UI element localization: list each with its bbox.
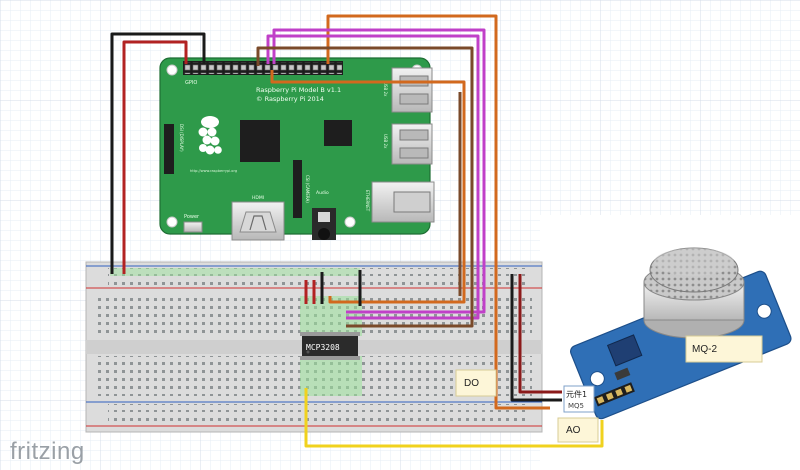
- pi-copyright: © Raspberry Pi 2014: [256, 95, 324, 103]
- wire-magenta-1: [272, 28, 486, 314]
- sensor-name-tag: MQ-2: [685, 335, 763, 363]
- soc-chip: [240, 120, 280, 162]
- fritzing-watermark: fritzing: [10, 438, 85, 465]
- csi-connector[interactable]: [293, 160, 302, 218]
- pi-title: Raspberry Pi Model B v1.1: [256, 86, 341, 94]
- part-label: 元件1: [566, 389, 587, 399]
- wires: [110, 14, 604, 448]
- part-sub: MQ5: [568, 402, 584, 410]
- usb-port-1[interactable]: [391, 67, 433, 113]
- pi-url: http://www.raspberrypi.org: [190, 169, 237, 173]
- wire-yellow-ao: [304, 388, 604, 448]
- raspberry-logo: [198, 116, 222, 155]
- hdmi-label: HDMI: [252, 195, 264, 201]
- gpio-label: GPIO: [185, 80, 197, 86]
- wire-darkred-sensor: [518, 274, 562, 394]
- mq2-sensor-module[interactable]: [569, 247, 793, 420]
- usb2-label: USB 2x: [383, 134, 388, 149]
- do-pin-tag: DO: [455, 369, 497, 397]
- csi-label: CSI (CAMERA): [305, 175, 310, 203]
- ao-pin-tag: AO: [557, 417, 599, 443]
- usb-controller-chip: [324, 120, 352, 146]
- wire-brown-1: [256, 46, 474, 328]
- dsi-connector[interactable]: [164, 124, 174, 174]
- usb1-label: USB 2x: [383, 82, 388, 97]
- do-pin-label: DO: [464, 378, 479, 389]
- part-label-box: 元件1 MQ5: [563, 385, 595, 413]
- wire-red-vcc: [122, 40, 188, 274]
- mcp3208-chip[interactable]: MCP3208: [300, 332, 360, 360]
- wire-black-sensor: [510, 274, 562, 402]
- wire-orange: [326, 14, 550, 410]
- ethernet-label: ETHERNET: [365, 190, 370, 212]
- chip-label: MCP3208: [306, 343, 340, 352]
- raspberry-pi-board[interactable]: GPIO Raspberry Pi Model B v1.1 © Raspber…: [159, 57, 435, 241]
- power-label: Power: [184, 214, 200, 220]
- dsi-label: DSI (DISPLAY): [179, 124, 184, 152]
- audio-label: Audio: [316, 190, 329, 196]
- wire-black-gnd: [110, 32, 206, 274]
- wire-magenta-2: [266, 34, 480, 320]
- power-port[interactable]: [183, 221, 203, 233]
- sensor-name: MQ-2: [692, 344, 717, 355]
- wire-orange-2: [270, 70, 466, 304]
- ao-pin-label: AO: [566, 425, 581, 436]
